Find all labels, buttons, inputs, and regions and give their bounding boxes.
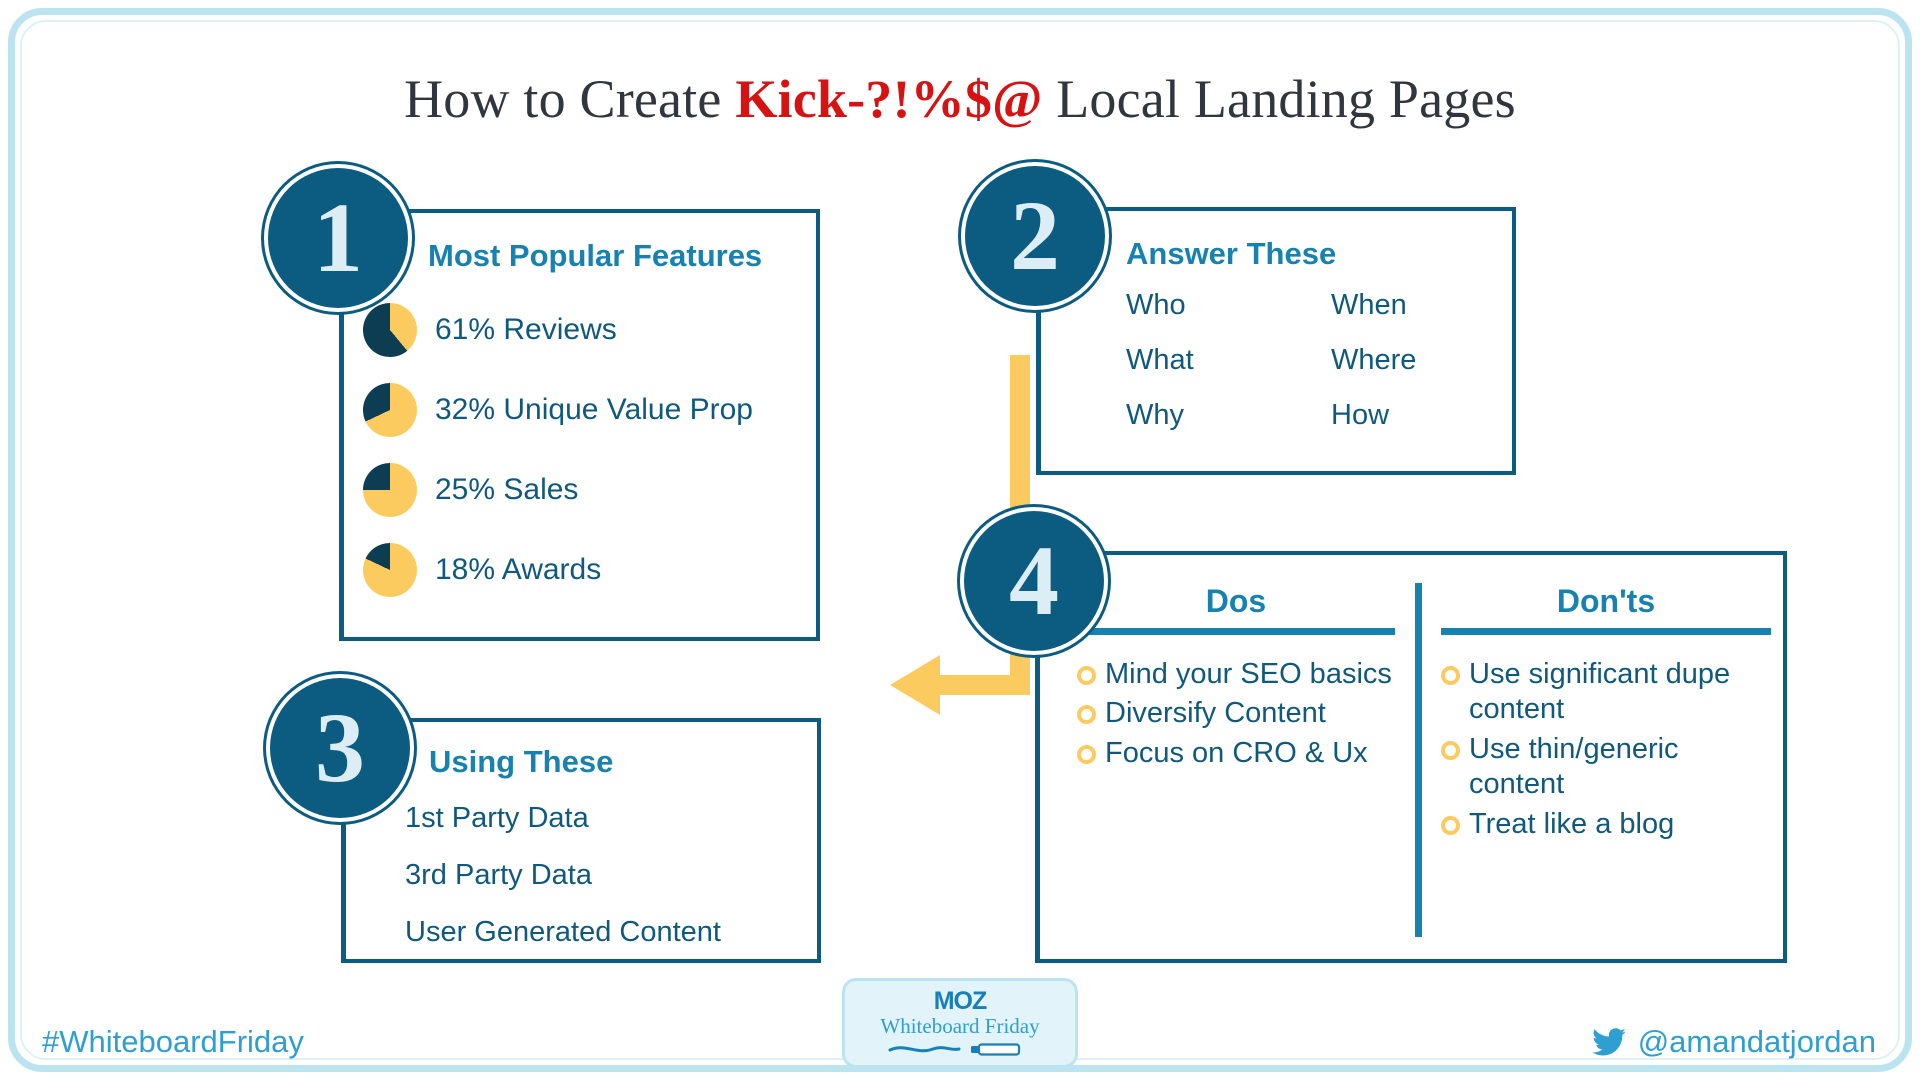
question-where: Where <box>1331 344 1417 376</box>
feature-label-awards: 18% Awards <box>435 553 602 586</box>
dos-item-label: Mind your SEO basics <box>1105 658 1392 690</box>
title-prefix: How to Create <box>404 69 736 129</box>
dos-item: Diversify Content <box>1077 696 1395 731</box>
feature-label-uvp: 32% Unique Value Prop <box>435 393 753 426</box>
bullet-ring-icon <box>1441 815 1460 835</box>
squiggle-and-marker-icon <box>888 1042 1021 1056</box>
pie-chart-sales <box>363 463 417 517</box>
source-third-party: 3rd Party Data <box>405 859 592 891</box>
donts-item-label: Use significant dupe content <box>1469 658 1731 726</box>
step-4-number: 4 <box>1009 525 1059 636</box>
donts-item: Treat like a blog <box>1441 807 1771 842</box>
step-3-stem <box>341 760 346 963</box>
question-how: How <box>1331 399 1390 431</box>
twitter-bird-icon <box>1591 1028 1626 1056</box>
flow-arrow-step2-to-step3 <box>890 355 1030 715</box>
step-1-feature-list: 61% Reviews 32% Unique Value Prop 25% Sa… <box>363 303 753 597</box>
step-3-badge: 3 <box>270 678 410 818</box>
twitter-handle-group[interactable]: @amandatjordan <box>1591 1024 1876 1060</box>
hashtag-label: #WhiteboardFriday <box>42 1024 304 1059</box>
dos-item-label: Focus on CRO & Ux <box>1105 736 1368 769</box>
step-4-stem <box>1035 592 1040 963</box>
dos-items: Mind your SEO basics Diversify Content F… <box>1077 657 1395 771</box>
feature-label-reviews: 61% Reviews <box>435 313 617 346</box>
feature-row-awards: 18% Awards <box>363 543 753 597</box>
pie-chart-reviews <box>363 303 417 357</box>
moz-badge-subtitle: Whiteboard Friday <box>880 1014 1040 1039</box>
dos-item: Mind your SEO basics <box>1077 657 1395 692</box>
question-why: Why <box>1126 399 1184 431</box>
donts-item-label: Treat like a blog <box>1469 807 1675 840</box>
feature-row-reviews: 61% Reviews <box>363 303 753 357</box>
question-who: Who <box>1126 289 1186 321</box>
feature-row-uvp: 32% Unique Value Prop <box>363 383 753 437</box>
bullet-ring-icon <box>1441 740 1460 760</box>
bullet-ring-icon <box>1077 744 1096 764</box>
step-1-number: 1 <box>313 182 363 293</box>
step-2-stem <box>1036 248 1041 475</box>
dos-donts-divider <box>1415 583 1422 937</box>
question-what: What <box>1126 344 1194 376</box>
twitter-handle-label: @amandatjordan <box>1637 1024 1876 1059</box>
dos-column-rule <box>1077 628 1395 635</box>
step-2-title: Answer These <box>1126 236 1337 271</box>
dos-column: Dos Mind your SEO basics Diversify Conte… <box>1077 583 1395 775</box>
step-2-box: Answer These Who When What Where Why How <box>1036 207 1516 475</box>
feature-label-sales: 25% Sales <box>435 473 579 506</box>
step-2-question-grid: Who When What Where Why How <box>1126 289 1416 432</box>
step-3-number: 3 <box>315 692 365 803</box>
step-4-badge: 4 <box>964 511 1104 651</box>
pie-chart-awards <box>363 543 417 597</box>
step-4-box: Dos Mind your SEO basics Diversify Conte… <box>1035 551 1787 963</box>
step-1-stem <box>339 250 344 641</box>
moz-logo-wordmark: MOZ <box>933 987 988 1016</box>
dos-item-label: Diversify Content <box>1105 697 1326 730</box>
page-title: How to Create Kick-?!%$@ Local Landing P… <box>0 68 1920 130</box>
donts-column-rule <box>1441 628 1771 635</box>
dos-item: Focus on CRO & Ux <box>1077 736 1395 771</box>
dos-column-header: Dos <box>1205 583 1267 619</box>
title-suffix: Local Landing Pages <box>1042 69 1516 129</box>
feature-row-sales: 25% Sales <box>363 463 753 517</box>
step-3-box: Using These 1st Party Data 3rd Party Dat… <box>341 718 821 963</box>
donts-item-label: Use thin/generic content <box>1469 732 1679 801</box>
bullet-ring-icon <box>1441 666 1460 685</box>
question-when: When <box>1331 289 1407 321</box>
donts-items: Use significant dupe content Use thin/ge… <box>1441 657 1771 842</box>
step-2-badge: 2 <box>965 166 1105 306</box>
donts-item: Use significant dupe content <box>1441 657 1771 728</box>
moz-whiteboard-friday-badge: MOZ Whiteboard Friday <box>842 978 1078 1068</box>
source-first-party: 1st Party Data <box>405 802 589 834</box>
title-highlight: Kick-?!%$@ <box>735 69 1043 129</box>
step-1-title: Most Popular Features <box>428 238 763 273</box>
step-2-number: 2 <box>1010 180 1060 291</box>
step-1-box: Most Popular Features 61% Reviews 32% Un… <box>339 209 820 641</box>
donts-item: Use thin/generic content <box>1441 732 1771 803</box>
step-3-source-list: 1st Party Data 3rd Party Data User Gener… <box>405 802 721 973</box>
step-3-title: Using These <box>429 744 614 779</box>
pie-chart-uvp <box>363 383 417 437</box>
bullet-ring-icon <box>1077 705 1096 725</box>
source-ugc: User Generated Content <box>405 916 721 948</box>
donts-column: Don'ts Use significant dupe content Use … <box>1441 583 1771 846</box>
step-1-badge: 1 <box>268 168 408 308</box>
donts-column-header: Don'ts <box>1556 583 1656 619</box>
bullet-ring-icon <box>1077 666 1096 685</box>
